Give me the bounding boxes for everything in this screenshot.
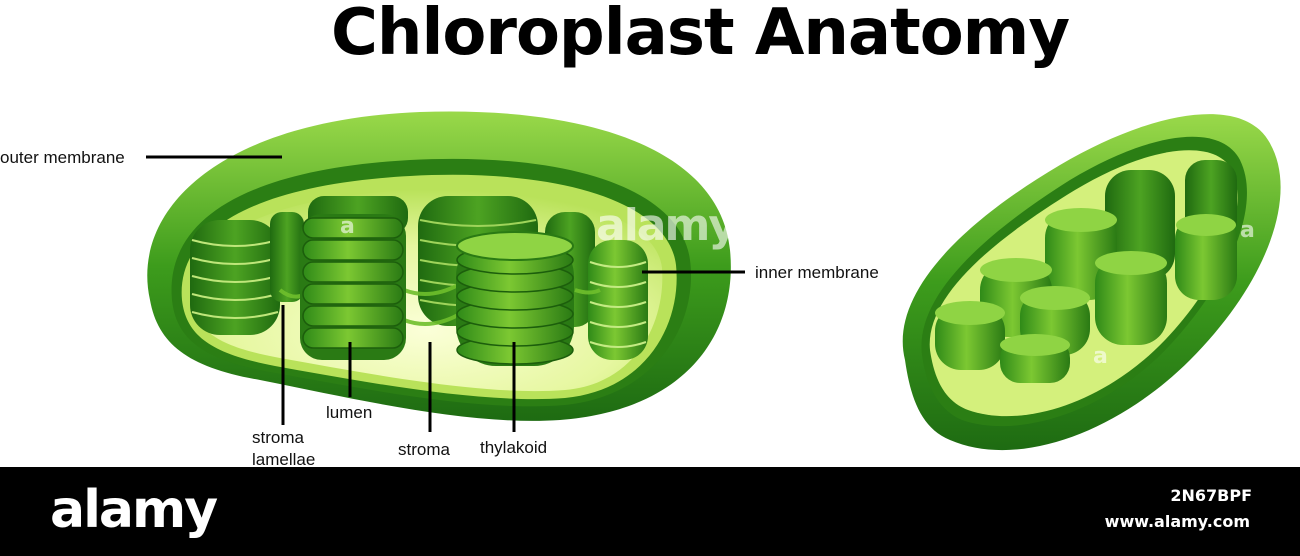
chloroplast-diagram [146,111,1281,451]
image-id: 2N67BPF [1170,486,1252,505]
watermark-letter-1: a [340,214,355,239]
footer-bar [0,467,1300,556]
label-stroma-lamellae-1: stroma [252,428,304,447]
right-grana [935,160,1237,383]
page-title: Chloroplast Anatomy [330,0,1070,70]
label-thylakoid: thylakoid [480,438,548,457]
label-inner-membrane: inner membrane [755,263,879,282]
label-outer-membrane: outer membrane [0,148,125,167]
alamy-logo: alamy [50,480,218,540]
watermark-letter-2: a [1240,218,1255,243]
site-url: www.alamy.com [1104,512,1250,531]
left-chloroplast [146,111,745,432]
lumen-stack [300,214,406,360]
watermark-text: alamy [596,200,737,251]
right-chloroplast [902,114,1281,451]
label-stroma-lamellae-2: lamellae [252,450,316,467]
label-lumen: lumen [326,403,373,422]
watermark-letter-3: a [1093,344,1108,369]
leader-lines [146,155,745,432]
label-stroma: stroma [398,440,450,459]
